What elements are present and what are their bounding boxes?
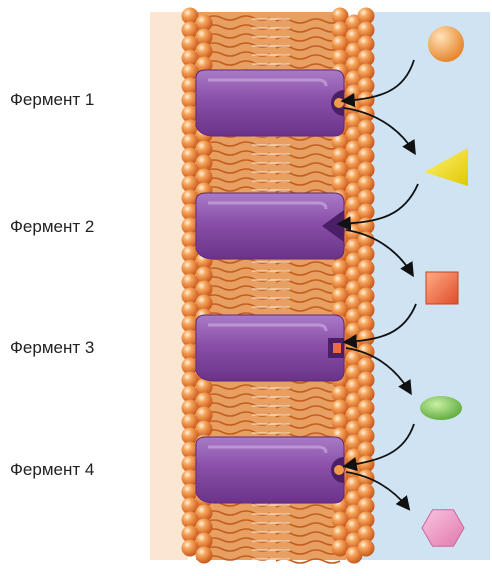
enzyme-3 bbox=[196, 315, 344, 381]
enzyme-1-label: Фермент 1 bbox=[10, 90, 94, 110]
enzyme-2 bbox=[196, 193, 344, 259]
enzyme-4 bbox=[196, 437, 344, 503]
enzyme-1 bbox=[196, 70, 344, 136]
active-site-ligand bbox=[334, 98, 344, 108]
active-site-ligand bbox=[334, 465, 344, 475]
substrate-sphere bbox=[428, 26, 464, 62]
enzyme-2-label: Фермент 2 bbox=[10, 217, 94, 237]
enzyme-3-label: Фермент 3 bbox=[10, 338, 94, 358]
product-square bbox=[426, 272, 458, 304]
product-ellipse bbox=[420, 396, 462, 420]
lipid-head bbox=[358, 540, 375, 557]
lipid-head bbox=[196, 547, 213, 564]
active-site-ligand bbox=[333, 343, 341, 353]
enzyme-4-label: Фермент 4 bbox=[10, 460, 94, 480]
